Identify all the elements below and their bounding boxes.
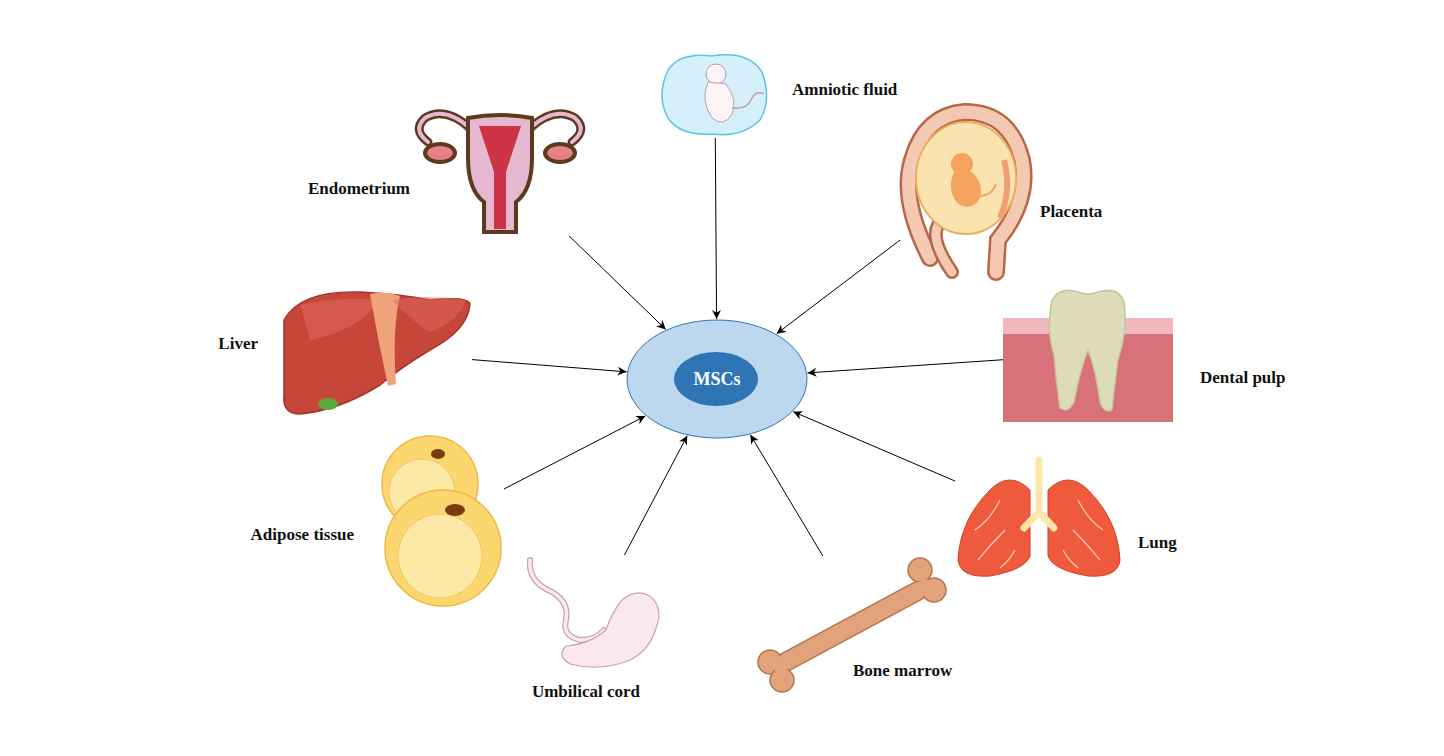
source-tissue: Endometrium	[412, 106, 592, 236]
liver-illustration-part	[300, 299, 380, 340]
arrow-connector	[715, 138, 716, 319]
cell-nucleus	[674, 352, 758, 406]
lung-illustration-part	[1048, 480, 1120, 576]
tissue-label: Liver	[218, 334, 258, 354]
uterus-illustration-part	[419, 114, 470, 142]
source-tissue: Lung	[955, 455, 1125, 580]
bone-illustration-part	[780, 587, 925, 665]
cell-body	[627, 320, 807, 438]
tissue-label: Dental pulp	[1200, 368, 1286, 388]
umbilical-cord-illustration-part	[530, 560, 604, 640]
placenta-illustration-part	[1000, 160, 1007, 218]
amniotic-fluid-illustration-part	[732, 93, 764, 109]
cell-ellipse: MSCs	[626, 319, 808, 439]
arrow-connector	[750, 435, 822, 556]
uterus-illustration-part	[530, 114, 581, 142]
placenta-illustration	[909, 112, 1024, 272]
amniotic-fluid-illustration-part	[662, 55, 767, 135]
source-tissue: Bone marrow	[755, 556, 947, 650]
uterus-illustration-part	[530, 114, 581, 142]
tissue-label: Bone marrow	[853, 661, 952, 681]
placenta-illustration-part	[951, 153, 973, 175]
uterus-illustration-part	[425, 144, 455, 162]
tissue-label: Endometrium	[308, 179, 410, 199]
arrow-connector	[624, 436, 687, 555]
arrow-connector	[472, 360, 627, 372]
tissue-label: Adipose tissue	[251, 525, 354, 545]
amniotic-fluid-illustration	[662, 55, 767, 135]
amniotic-fluid-illustration-part	[706, 64, 726, 84]
adipose-cells-illustration-part	[385, 490, 501, 606]
adipose-cells-illustration-part	[445, 504, 465, 516]
source-tissue: Adipose tissue	[380, 434, 504, 608]
source-tissue: Dental pulp	[1003, 286, 1173, 422]
arrow-connector	[504, 416, 645, 489]
placenta-illustration-part	[909, 112, 1024, 272]
uterus-illustration-part	[545, 144, 575, 162]
amniotic-fluid-illustration-part	[705, 82, 734, 122]
source-tissue: Liver	[280, 288, 472, 416]
uterus-illustration-part	[479, 126, 521, 229]
adipose-cells-illustration	[382, 436, 501, 606]
bone-illustration-part	[780, 587, 925, 665]
tissue-label: Placenta	[1040, 202, 1102, 222]
lung-illustration-part	[958, 480, 1030, 576]
uterus-illustration-part	[468, 115, 532, 232]
adipose-cells-illustration-part	[398, 514, 482, 598]
bone-illustration-part	[908, 558, 932, 582]
tissue-label: Lung	[1138, 533, 1177, 553]
lung-illustration-part	[1024, 460, 1054, 528]
arrow-connector	[777, 240, 900, 334]
source-tissue: Amniotic fluid	[656, 52, 774, 138]
placenta-illustration-part	[951, 172, 981, 207]
uterus-illustration-part	[419, 114, 470, 142]
arrow-connector	[808, 360, 1003, 373]
tissue-label: Umbilical cord	[532, 682, 640, 702]
bone-illustration-part	[780, 587, 925, 665]
liver-illustration-part	[318, 398, 338, 410]
source-tissue: Umbilical cord	[524, 555, 666, 667]
placenta-illustration-part	[978, 184, 996, 196]
lung-illustration-part	[975, 500, 1103, 568]
umbilical-cord-illustration-part	[530, 560, 604, 640]
lung-illustration	[958, 460, 1120, 576]
adipose-cells-illustration-part	[431, 449, 445, 459]
uterus-illustration	[419, 114, 581, 232]
source-tissue: Placenta	[900, 100, 1032, 280]
tissue-label: Amniotic fluid	[792, 80, 897, 100]
arrow-connector	[793, 412, 955, 481]
arrow-connector	[569, 236, 666, 329]
cell-label: MSCs	[693, 369, 740, 390]
liver-illustration	[284, 292, 470, 414]
placenta-illustration-part	[916, 122, 1016, 234]
liver-illustration-part	[392, 297, 466, 332]
liver-illustration-part	[284, 292, 470, 414]
placenta-illustration-part	[909, 112, 1024, 272]
liver-illustration-part	[370, 292, 400, 386]
tooth-illustration	[1003, 290, 1173, 422]
tooth-illustration-part	[1049, 290, 1125, 411]
umbilical-cord-illustration	[530, 560, 659, 667]
umbilical-cord-illustration-part	[562, 593, 659, 667]
